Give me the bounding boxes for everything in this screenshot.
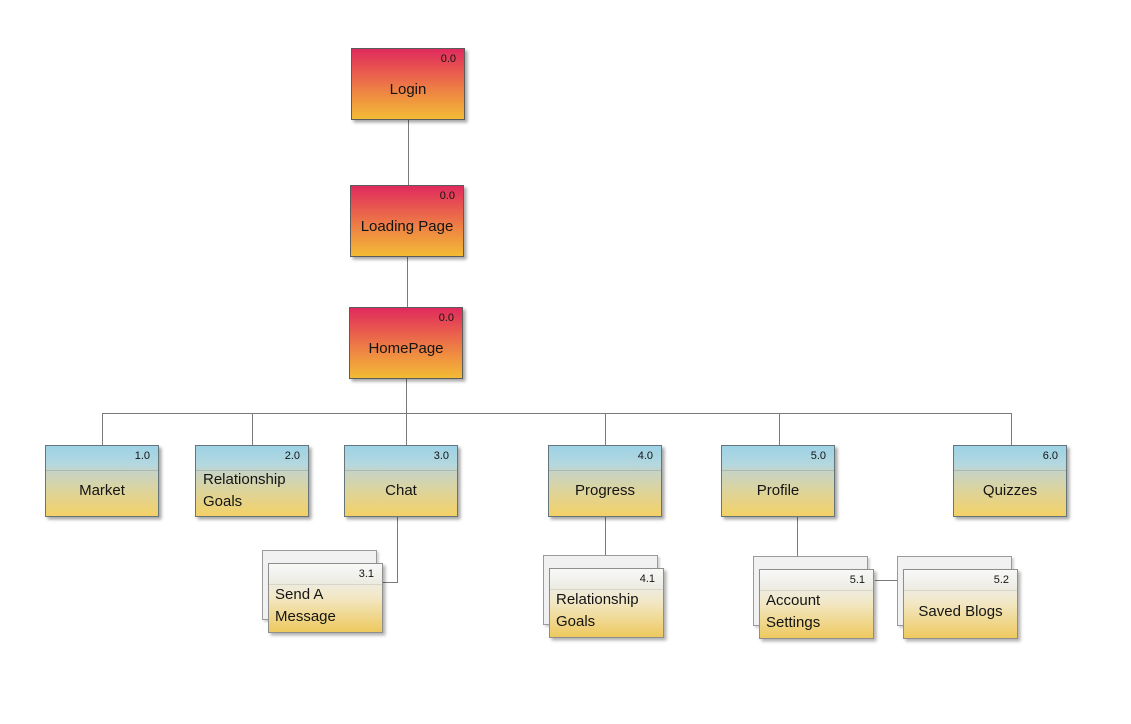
node-id-badge: 0.0 (440, 53, 456, 65)
node-id-badge: 3.1 (358, 568, 374, 580)
connector-login-loading (408, 120, 409, 185)
connector-bus (102, 413, 1012, 414)
connector-loading-homepage (407, 257, 408, 307)
node-id-badge: 4.0 (637, 450, 653, 462)
node-label: Relationship Goals (556, 591, 639, 630)
node-id-badge: 5.0 (810, 450, 826, 462)
node-id-badge: 2.0 (284, 450, 300, 462)
node-label: Market (79, 481, 125, 499)
node-id-badge: 5.1 (849, 574, 865, 586)
node-label: Login (389, 80, 427, 98)
connector-profile-account-settings (797, 517, 798, 556)
node-relationship-goals[interactable]: 2.0 Relationship Goals (195, 445, 309, 517)
node-label: Saved Blogs (918, 603, 1003, 621)
node-label: Loading Page (360, 217, 454, 235)
node-profile[interactable]: 5.0 Profile (721, 445, 835, 517)
connector-drop-relationship-goals (252, 413, 253, 445)
node-id-badge: 6.0 (1042, 450, 1058, 462)
node-saved-blogs[interactable]: 5.2 Saved Blogs (897, 556, 1018, 639)
node-market[interactable]: 1.0 Market (45, 445, 159, 517)
connector-account-settings-saved-blogs (875, 580, 897, 581)
node-quizzes[interactable]: 6.0 Quizzes (953, 445, 1067, 517)
node-label: Progress (574, 481, 636, 499)
connector-chat-send-message (383, 582, 398, 583)
node-id-badge: 1.0 (134, 450, 150, 462)
node-label: Quizzes (982, 481, 1038, 499)
node-loading-page[interactable]: 0.0 Loading Page (350, 185, 464, 257)
node-label: HomePage (368, 339, 444, 357)
node-homepage[interactable]: 0.0 HomePage (349, 307, 463, 379)
node-login[interactable]: 0.0 Login (351, 48, 465, 120)
connector-drop-progress (605, 413, 606, 445)
connector-drop-profile (779, 413, 780, 445)
node-id-badge: 5.2 (993, 574, 1009, 586)
node-id-badge: 3.0 (433, 450, 449, 462)
connector-drop-market (102, 413, 103, 445)
node-chat[interactable]: 3.0 Chat (344, 445, 458, 517)
node-label: Send A Message (275, 586, 336, 625)
connector-drop-quizzes (1011, 413, 1012, 445)
node-label: Profile (756, 481, 800, 499)
node-label: Chat (385, 481, 417, 499)
node-id-badge: 0.0 (438, 312, 454, 324)
connector-progress-relationship-goals (605, 517, 606, 555)
node-relationship-goals-sub[interactable]: 4.1 Relationship Goals (543, 555, 664, 638)
node-send-a-message[interactable]: 3.1 Send A Message (262, 550, 383, 633)
node-id-badge: 0.0 (439, 190, 455, 202)
node-account-settings[interactable]: 5.1 Account Settings (753, 556, 874, 639)
node-label: Account Settings (766, 592, 821, 631)
node-progress[interactable]: 4.0 Progress (548, 445, 662, 517)
connector-homepage-chat (406, 378, 407, 445)
node-label: Relationship Goals (203, 471, 286, 510)
node-id-badge: 4.1 (639, 573, 655, 585)
connector-chat-stem (397, 517, 398, 582)
